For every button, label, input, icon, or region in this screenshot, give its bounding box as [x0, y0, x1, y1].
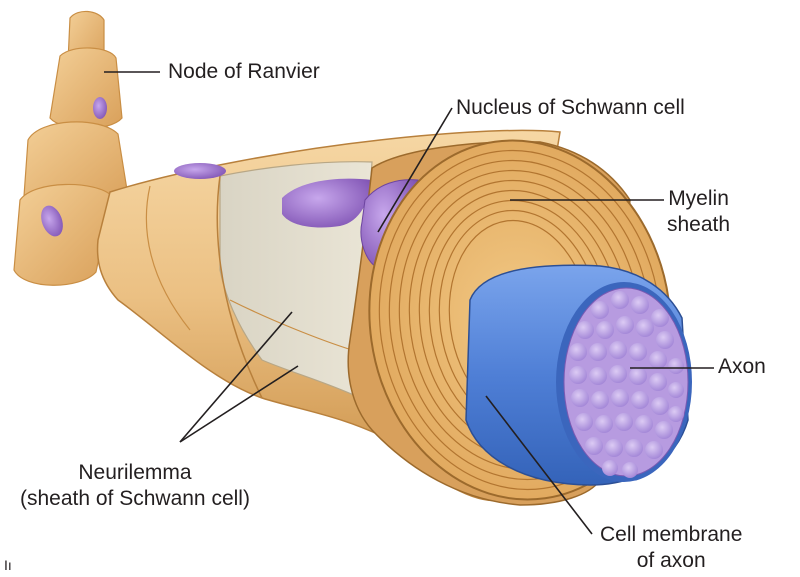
label-nucleus-of-schwann-cell: Nucleus of Schwann cell [456, 95, 685, 121]
label-cell-membrane-of-axon: Cell membrane of axon [600, 522, 742, 574]
label-myelin-sheath-line1: Myelin [667, 186, 730, 212]
nucleus-small-1 [93, 97, 107, 119]
nucleus-body-1 [174, 163, 226, 179]
axon-cross-section [556, 282, 692, 482]
label-neurilemma-line1: Neurilemma [20, 460, 250, 486]
label-node-of-ranvier: Node of Ranvier [168, 59, 320, 85]
label-cell-membrane-line2: of axon [600, 548, 742, 574]
label-neurilemma: Neurilemma (sheath of Schwann cell) [20, 460, 250, 512]
label-myelin-sheath-line2: sheath [667, 212, 730, 238]
label-myelin-sheath: Myelin sheath [667, 186, 730, 238]
label-neurilemma-line2: (sheath of Schwann cell) [20, 486, 250, 512]
label-cell-membrane-line1: Cell membrane [600, 522, 742, 548]
label-axon: Axon [718, 354, 766, 380]
corner-mark: Iı [4, 556, 12, 574]
